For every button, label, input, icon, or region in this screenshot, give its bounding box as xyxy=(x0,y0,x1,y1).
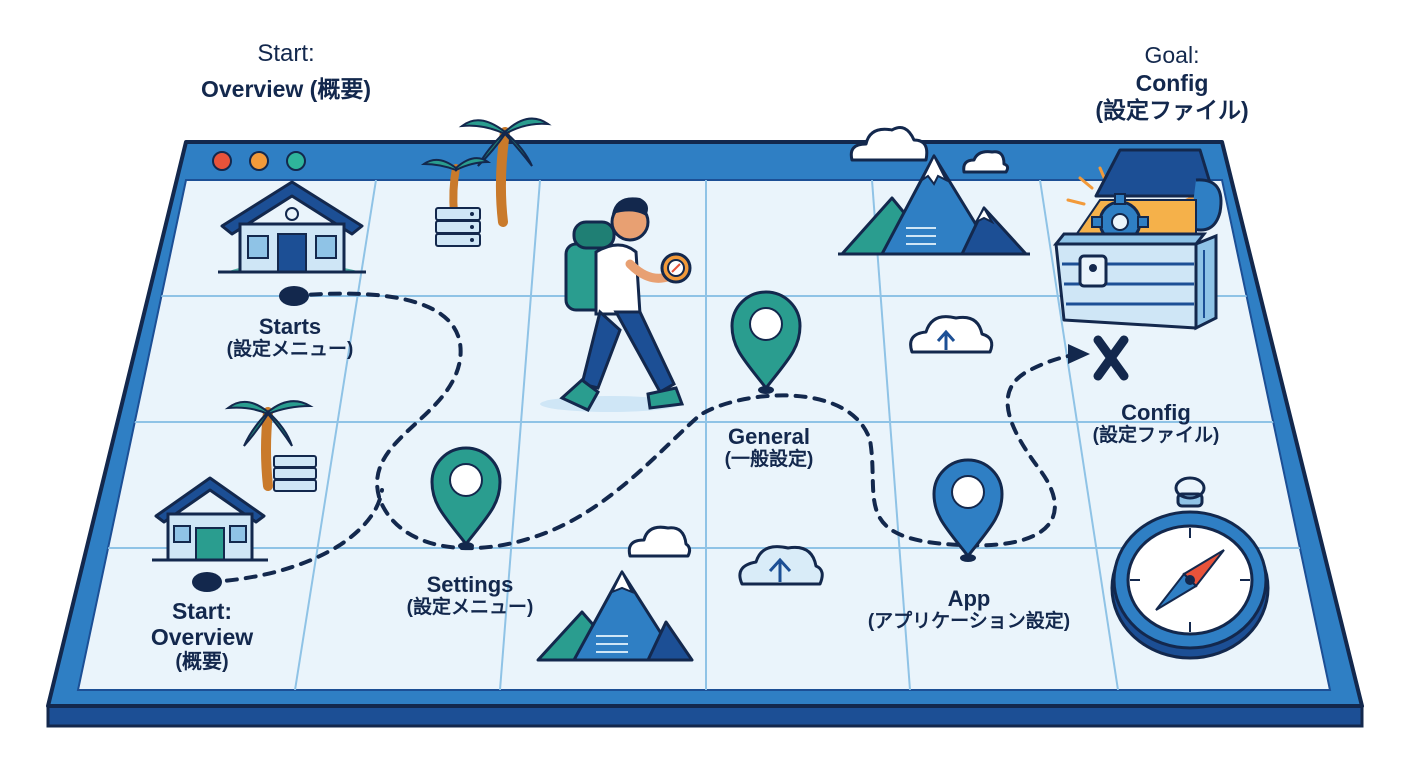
waypoint-sub: (設定ファイル) xyxy=(1092,425,1220,447)
cloud-icon xyxy=(849,126,929,162)
cloud-upload-icon xyxy=(909,315,994,354)
palm-tree-icon xyxy=(224,400,314,491)
mountain-icon xyxy=(838,153,1030,256)
waypoint-settings-label: Settings (設定メニュー) xyxy=(382,572,558,619)
route-start-dot xyxy=(192,572,222,592)
map-pin-icon xyxy=(430,446,502,550)
server-icon xyxy=(435,207,481,247)
server-icon xyxy=(273,455,317,492)
waypoint-start-line1: Start: xyxy=(171,598,233,624)
cloud-upload-icon xyxy=(738,545,824,586)
window-dot-red xyxy=(212,151,232,171)
waypoint-name: Settings xyxy=(426,572,514,597)
waypoint-general-label: General (一般設定) xyxy=(694,424,844,471)
waypoint-start-line2: Overview xyxy=(150,624,254,651)
cloud-icon xyxy=(627,525,692,558)
waypoint-sub: (設定メニュー) xyxy=(406,597,534,619)
waypoint-sub: (設定メニュー) xyxy=(226,339,354,361)
house-icon xyxy=(218,180,366,274)
route-arrowhead xyxy=(1068,344,1090,364)
compass-icon xyxy=(1110,476,1270,660)
waypoint-name: General xyxy=(728,424,810,449)
goal-header-prefix: Goal: xyxy=(1144,42,1200,68)
x-mark-icon xyxy=(1093,335,1129,381)
waypoint-config-label: Config (設定ファイル) xyxy=(1076,400,1236,447)
waypoint-name: Starts xyxy=(258,314,322,339)
waypoint-starts-label: Starts (設定メニュー) xyxy=(210,314,370,361)
goal-header: Goal: Config (設定ファイル) xyxy=(1052,42,1292,123)
dashed-route-start xyxy=(206,488,384,584)
waypoint-start-label: Start: Overview (概要) xyxy=(122,598,282,674)
waypoint-name: App xyxy=(947,586,991,611)
hiker-icon xyxy=(540,197,692,412)
window-dot-green xyxy=(286,151,306,171)
waypoint-sub: (アプリケーション設定) xyxy=(867,611,1071,633)
cloud-icon xyxy=(962,150,1010,174)
window-dot-orange xyxy=(249,151,269,171)
mountain-icon xyxy=(536,569,694,662)
start-header-prefix: Start: xyxy=(257,40,315,67)
palm-tree-icon xyxy=(420,117,552,227)
waypoint-sub: (一般設定) xyxy=(724,449,814,471)
treasure-chest-icon xyxy=(1052,148,1223,331)
waypoint-name: Config xyxy=(1121,400,1191,425)
route-start-dot xyxy=(279,286,309,306)
dashed-route xyxy=(290,291,1082,551)
start-header: Start: Overview (概要) xyxy=(172,40,400,102)
goal-header-title: Config xyxy=(1135,70,1209,97)
goal-header-subtitle: (設定ファイル) xyxy=(1095,96,1249,123)
start-header-title: Overview (概要) xyxy=(201,75,371,102)
map-pin-icon xyxy=(730,290,802,394)
house-icon xyxy=(152,476,268,562)
waypoint-app-label: App (アプリケーション設定) xyxy=(846,586,1092,633)
map-board xyxy=(46,140,1364,728)
map-pin-icon xyxy=(932,458,1004,562)
waypoint-start-line3: (概要) xyxy=(175,650,229,673)
